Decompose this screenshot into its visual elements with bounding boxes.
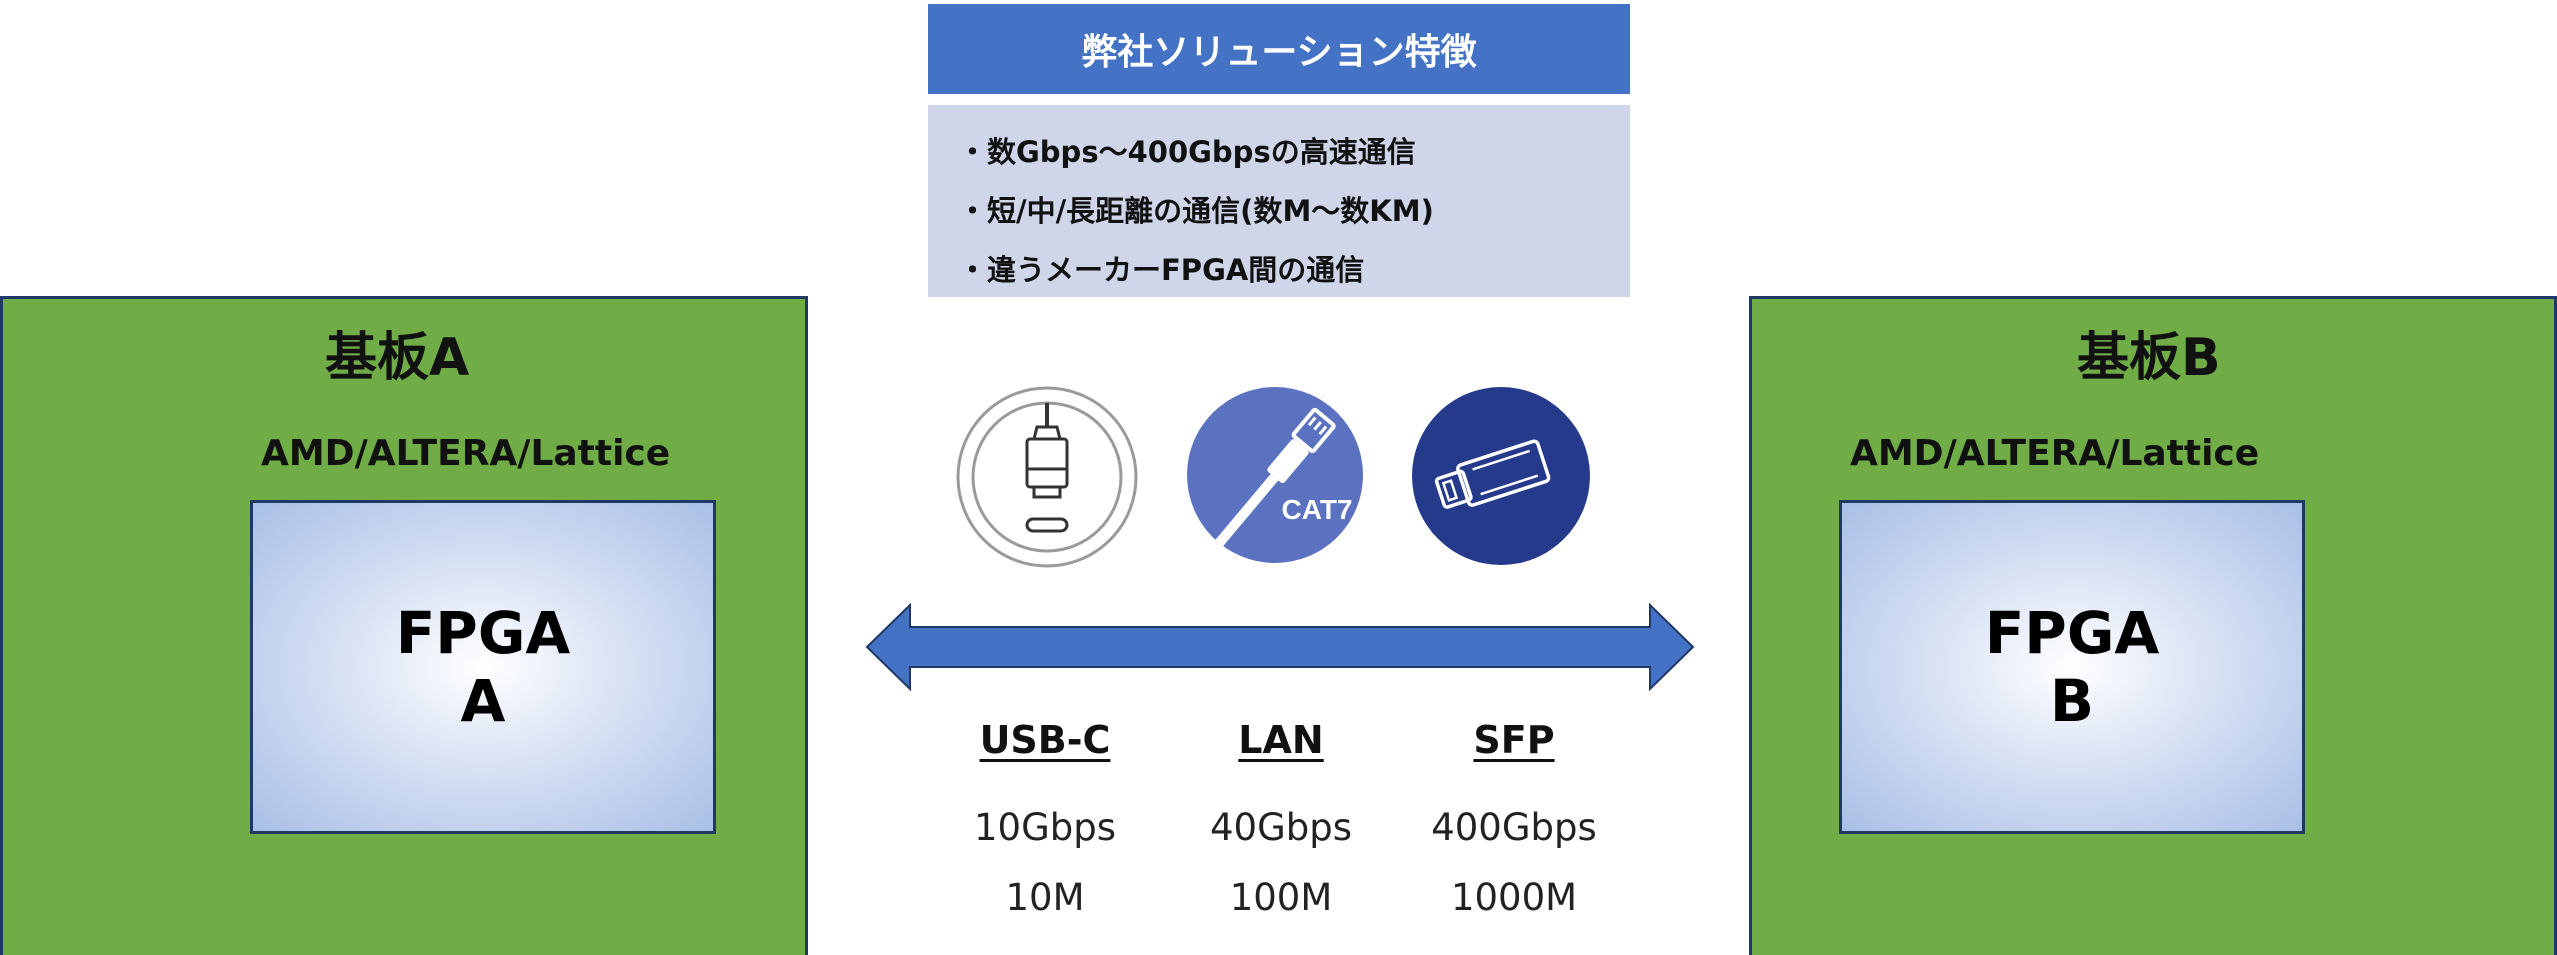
fpga-a-id: A bbox=[460, 667, 506, 735]
fpga-b: FPGA B bbox=[1839, 500, 2305, 834]
board-a: 基板A AMD/ALTERA/Lattice FPGA A bbox=[0, 296, 808, 955]
sfp-module-icon bbox=[1412, 387, 1590, 565]
board-b-title: 基板B bbox=[2077, 328, 2221, 388]
conn-sfp-speed: 400Gbps bbox=[1431, 806, 1597, 849]
fpga-a-label: FPGA bbox=[395, 599, 571, 667]
lan-cable-icon: CAT7 bbox=[1187, 387, 1363, 563]
board-a-makers: AMD/ALTERA/Lattice bbox=[261, 433, 671, 474]
fpga-a: FPGA A bbox=[250, 500, 716, 834]
conn-sfp-name: SFP bbox=[1473, 718, 1555, 762]
conn-usb-c-speed: 10Gbps bbox=[973, 806, 1116, 849]
conn-sfp-distance: 1000M bbox=[1450, 876, 1578, 919]
fpga-b-label: FPGA bbox=[1984, 599, 2160, 667]
usb-c-icon bbox=[956, 386, 1138, 568]
features-title: 弊社ソリューション特徴 bbox=[928, 4, 1630, 94]
features-list: ・数Gbps～400Gbpsの高速通信 ・短/中/長距離の通信(数M～数KM) … bbox=[928, 105, 1630, 297]
board-b-makers: AMD/ALTERA/Lattice bbox=[1850, 433, 2260, 474]
lan-icon-text: CAT7 bbox=[1281, 494, 1352, 525]
conn-lan-speed: 40Gbps bbox=[1209, 806, 1352, 849]
feature-item: ・数Gbps～400Gbpsの高速通信 bbox=[958, 135, 1416, 169]
conn-lan-distance: 100M bbox=[1229, 876, 1333, 919]
double-arrow bbox=[865, 602, 1695, 692]
conn-usb-c-distance: 10M bbox=[1005, 876, 1085, 919]
feature-item: ・違うメーカーFPGA間の通信 bbox=[958, 253, 1365, 287]
board-b: 基板B AMD/ALTERA/Lattice FPGA B bbox=[1749, 296, 2557, 955]
fpga-b-id: B bbox=[2049, 667, 2095, 735]
conn-lan-name: LAN bbox=[1238, 718, 1324, 762]
conn-usb-c-name: USB-C bbox=[979, 718, 1111, 762]
board-a-title: 基板A bbox=[325, 328, 470, 388]
feature-item: ・短/中/長距離の通信(数M～数KM) bbox=[958, 194, 1434, 228]
